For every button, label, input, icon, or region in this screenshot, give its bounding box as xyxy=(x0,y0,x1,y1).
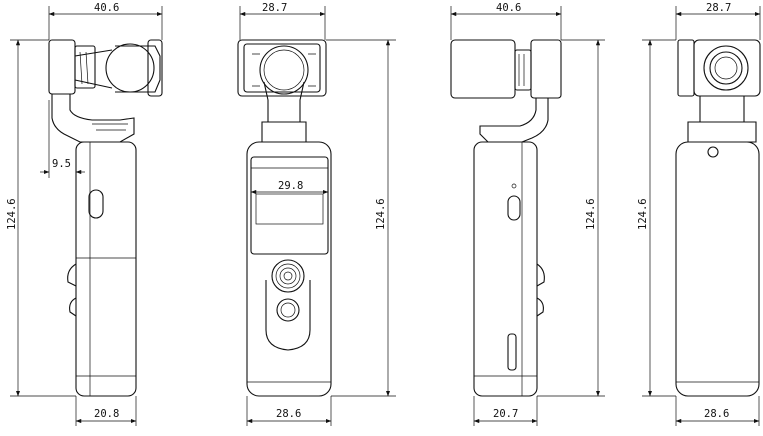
handle-side-right xyxy=(473,141,545,397)
dim-front-bottom-width: 28.6 xyxy=(276,408,301,420)
joystick xyxy=(271,259,305,293)
dim-right-top-width: 40.6 xyxy=(496,2,521,14)
dim-right-height: 124.6 xyxy=(585,198,597,230)
view-side-right: 40.6 124.6 20.7 xyxy=(450,2,605,426)
gimbal-head-side-right xyxy=(450,39,562,143)
gimbal-head-front xyxy=(237,39,327,143)
screen xyxy=(250,156,329,255)
dim-left-offset: 9.5 xyxy=(52,158,71,170)
view-side-left: 40.6 124.6 9.5 20.8 xyxy=(6,2,163,426)
power-button xyxy=(88,189,104,219)
gimbal-head-back xyxy=(677,39,761,143)
dim-back-top-width: 28.7 xyxy=(706,2,731,14)
dim-front-height: 124.6 xyxy=(375,198,387,230)
handle-side-left xyxy=(67,141,137,397)
dim-front-screen-width: 29.8 xyxy=(278,180,303,192)
camera-lens xyxy=(703,45,749,91)
gimbal-head-side xyxy=(48,39,163,97)
dim-left-height: 124.6 xyxy=(6,198,18,230)
dim-right-bottom-width: 20.7 xyxy=(493,408,518,420)
dim-left-bottom-width: 20.8 xyxy=(94,408,119,420)
handle-front xyxy=(246,141,332,397)
record-button xyxy=(276,298,300,322)
handle-back xyxy=(675,141,760,397)
dim-back-height: 124.6 xyxy=(637,198,649,230)
view-front: 28.7 29.8 124.6 28.6 xyxy=(237,2,396,426)
dim-back-bottom-width: 28.6 xyxy=(704,408,729,420)
dim-front-top-width: 28.7 xyxy=(262,2,287,14)
side-button xyxy=(507,195,521,221)
card-slot xyxy=(507,333,517,371)
view-back: 28.7 124.6 28.6 xyxy=(637,2,761,426)
dim-left-top-width: 40.6 xyxy=(94,2,119,14)
gimbal-arm xyxy=(51,94,135,143)
